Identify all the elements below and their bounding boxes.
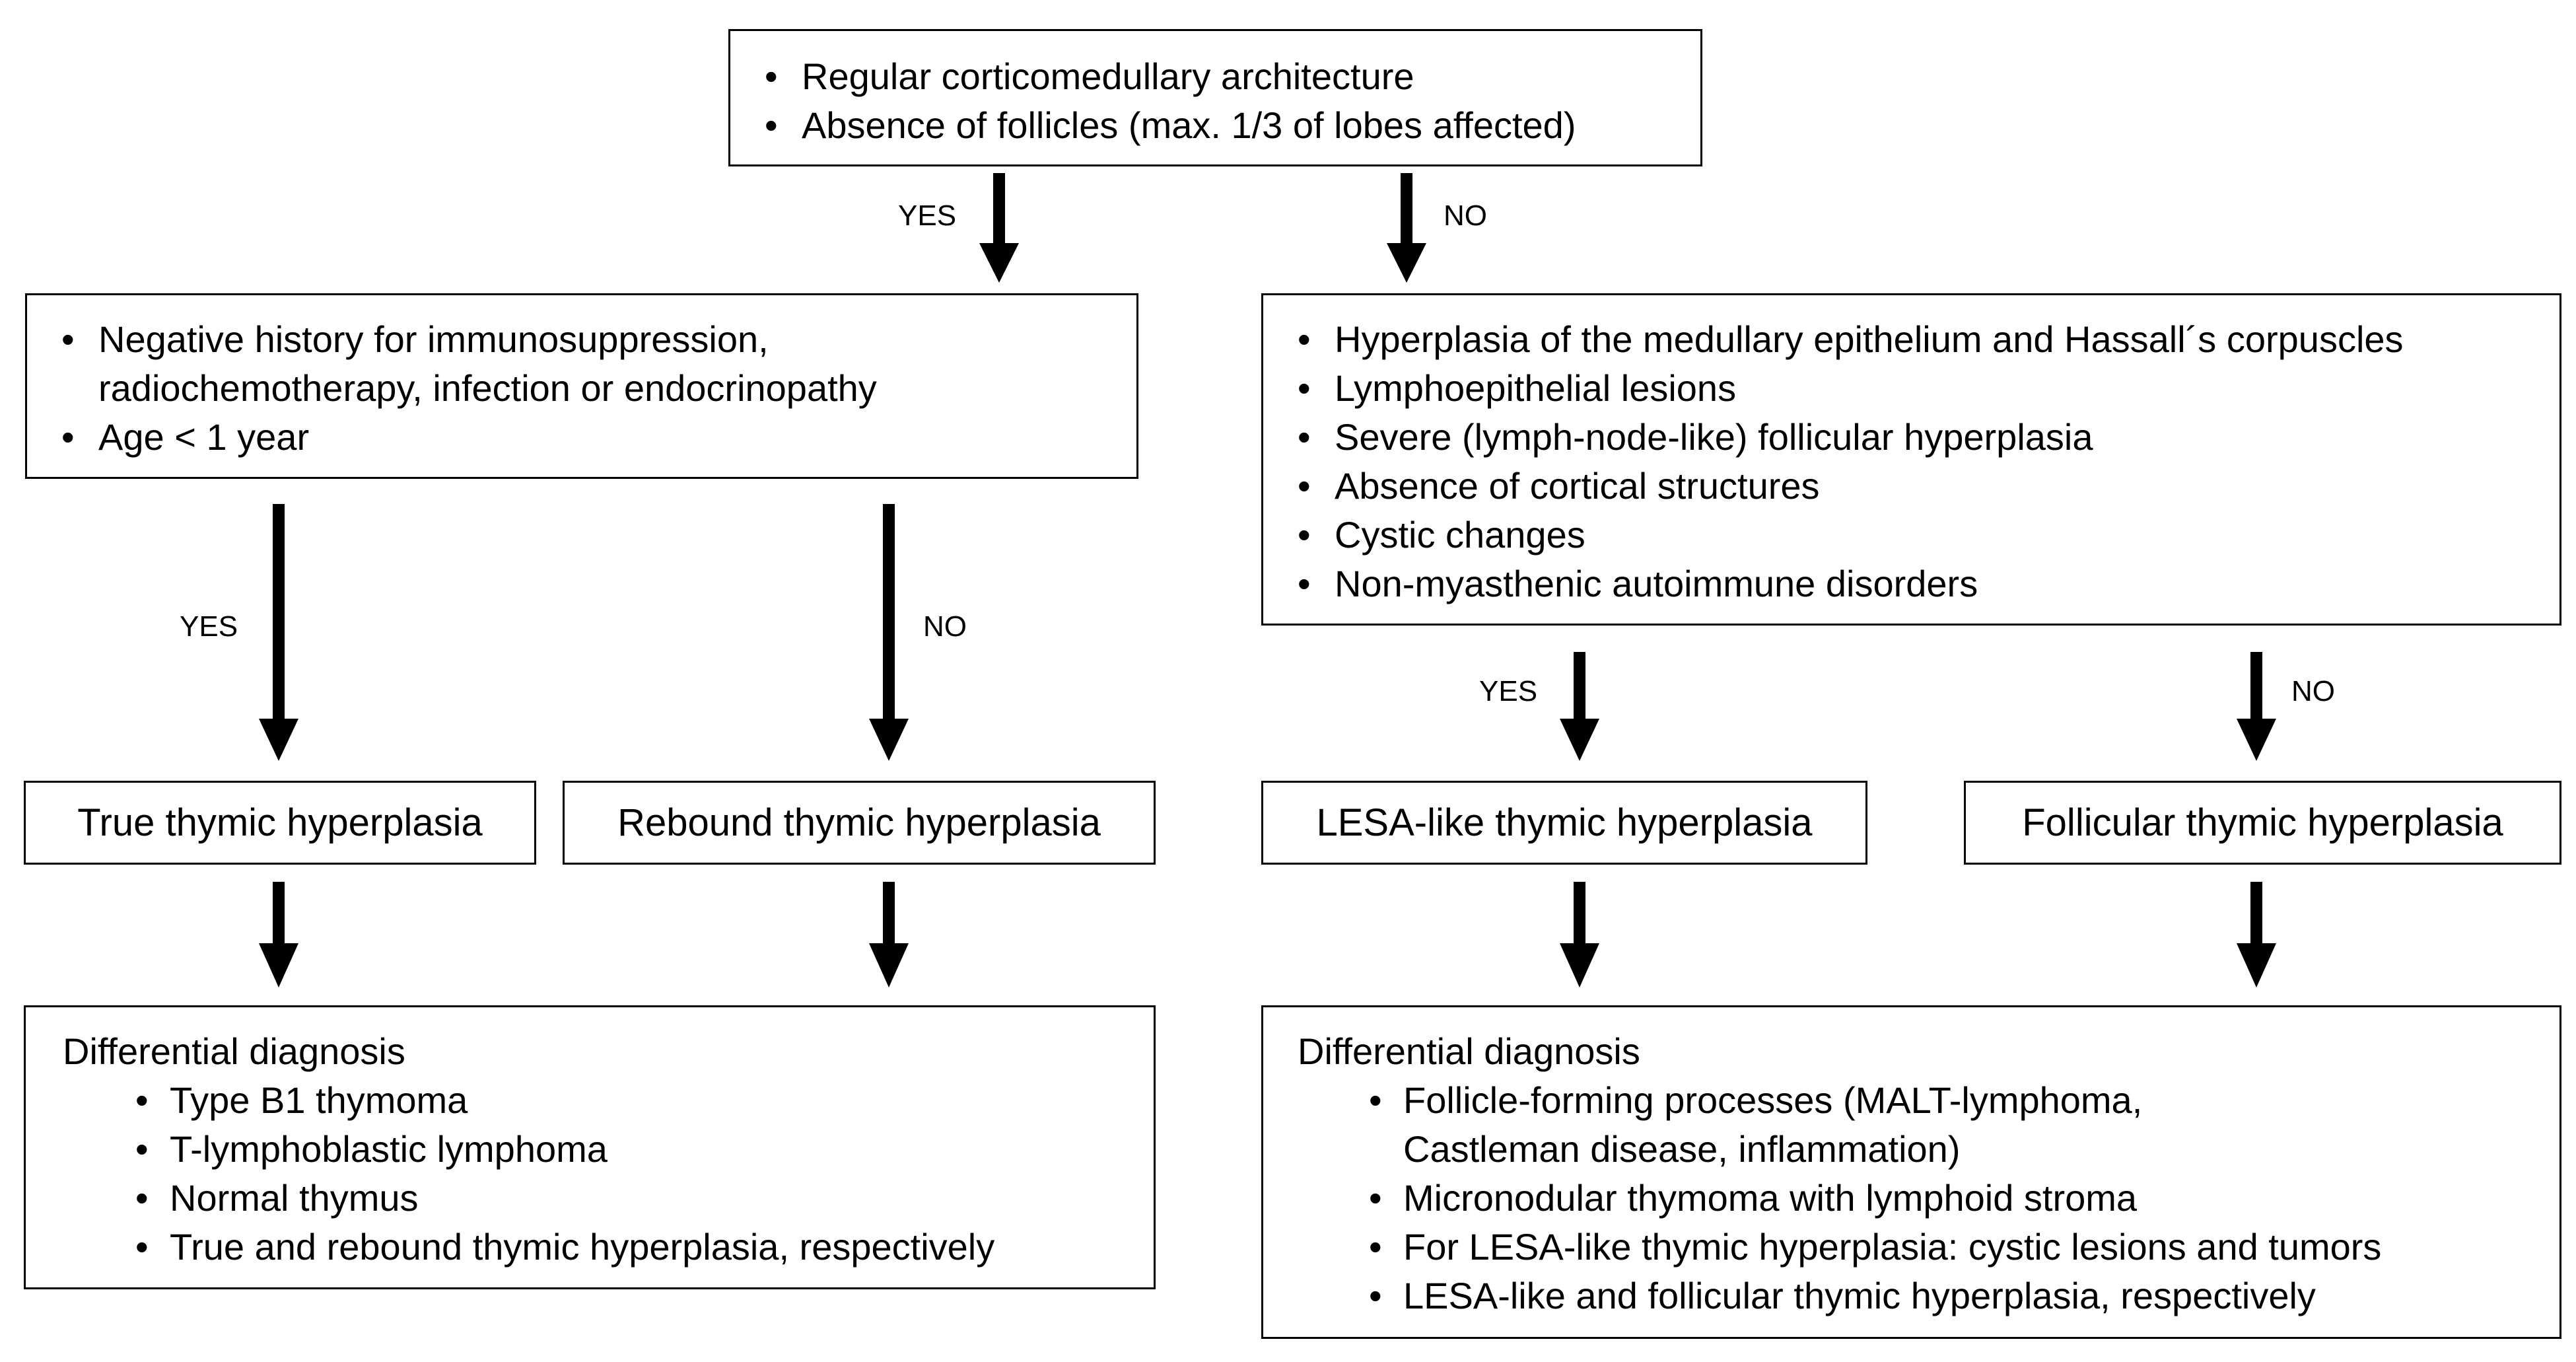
outcome-rebound-thymic-hyperplasia: Rebound thymic hyperplasia [563, 781, 1156, 865]
arrow-right-no [2237, 652, 2276, 761]
dd-title: Differential diagnosis [63, 1030, 405, 1072]
arrow-follicular-dd [2237, 882, 2276, 987]
label-no-left: NO [923, 610, 967, 643]
right-criteria-box: • Hyperplasia of the medullary epitheliu… [1261, 293, 2561, 626]
bullet: • [135, 1226, 149, 1268]
outcome-label: LESA-like thymic hyperplasia [1316, 801, 1813, 844]
bullet: • [1298, 465, 1311, 507]
right-criteria-item: • Lymphoepithelial lesions [1298, 364, 2559, 413]
arrow-lesa-dd [1560, 882, 1599, 987]
arrow-top-no [1387, 173, 1426, 283]
right-criteria-item: • Absence of cortical structures [1298, 462, 2559, 511]
dd-item: • Normal thymus [135, 1174, 1154, 1223]
outcome-label: Rebound thymic hyperplasia [617, 801, 1101, 844]
arrow-rebound-dd [869, 882, 909, 987]
differential-diagnosis-right-box: Differential diagnosis • Follicle-formin… [1261, 1005, 2561, 1339]
arrow-left-no [869, 504, 909, 761]
bullet: • [135, 1079, 149, 1121]
right-criteria-item: • Hyperplasia of the medullary epitheliu… [1298, 315, 2559, 364]
label-yes-left: YES [180, 610, 238, 643]
arrow-right-yes [1560, 652, 1599, 761]
arrow-left-yes [259, 504, 298, 761]
differential-diagnosis-left-box: Differential diagnosis • Type B1 thymoma… [24, 1005, 1156, 1289]
dd-title: Differential diagnosis [1298, 1030, 1640, 1072]
left-criteria-item: • Age < 1 year [61, 413, 1136, 462]
arrow-true-dd [259, 882, 298, 987]
bullet: • [1298, 367, 1311, 409]
dd-item: • For LESA-like thymic hyperplasia: cyst… [1369, 1223, 2559, 1272]
outcome-label: Follicular thymic hyperplasia [2022, 801, 2503, 844]
bullet: • [135, 1177, 149, 1219]
right-criteria-item: • Non-myasthenic autoimmune disorders [1298, 559, 2559, 608]
dd-item: • Type B1 thymoma [135, 1076, 1154, 1125]
bullet: • [1369, 1177, 1382, 1219]
dd-item: • LESA-like and follicular thymic hyperp… [1369, 1272, 2559, 1320]
bullet: • [1369, 1226, 1382, 1268]
label-yes-right: YES [1479, 675, 1538, 707]
bullet: • [61, 318, 75, 360]
bullet: • [765, 104, 778, 146]
right-criteria-item: • Severe (lymph-node-like) follicular hy… [1298, 413, 2559, 462]
right-criteria-item: • Cystic changes [1298, 511, 2559, 559]
outcome-lesa-like-thymic-hyperplasia: LESA-like thymic hyperplasia [1261, 781, 1867, 865]
bullet: • [1369, 1079, 1382, 1121]
top-criteria-item: • Regular corticomedullary architecture [765, 52, 1700, 101]
bullet: • [1298, 416, 1311, 458]
label-no-top: NO [1444, 199, 1487, 232]
arrow-top-yes [979, 173, 1019, 283]
left-criteria-box: • Negative history for immunosuppression… [25, 293, 1138, 479]
bullet: • [61, 416, 75, 458]
dd-item: • True and rebound thymic hyperplasia, r… [135, 1223, 1154, 1272]
dd-item: • Micronodular thymoma with lymphoid str… [1369, 1174, 2559, 1223]
outcome-label: True thymic hyperplasia [77, 801, 483, 844]
label-no-right: NO [2291, 675, 2335, 707]
bullet: • [1298, 318, 1311, 360]
top-criteria-box: • Regular corticomedullary architecture … [728, 29, 1702, 166]
bullet: • [135, 1128, 149, 1170]
bullet: • [765, 55, 778, 97]
top-criteria-item: • Absence of follicles (max. 1/3 of lobe… [765, 101, 1700, 150]
dd-item: • T-lymphoblastic lymphoma [135, 1125, 1154, 1174]
bullet: • [1298, 514, 1311, 556]
outcome-follicular-thymic-hyperplasia: Follicular thymic hyperplasia [1964, 781, 2561, 865]
dd-item: • Follicle-forming processes (MALT-lymph… [1369, 1076, 2559, 1174]
bullet: • [1298, 563, 1311, 604]
label-yes-top: YES [898, 199, 957, 232]
left-criteria-item: • Negative history for immunosuppression… [61, 315, 1136, 413]
outcome-true-thymic-hyperplasia: True thymic hyperplasia [24, 781, 536, 865]
bullet: • [1369, 1275, 1382, 1316]
